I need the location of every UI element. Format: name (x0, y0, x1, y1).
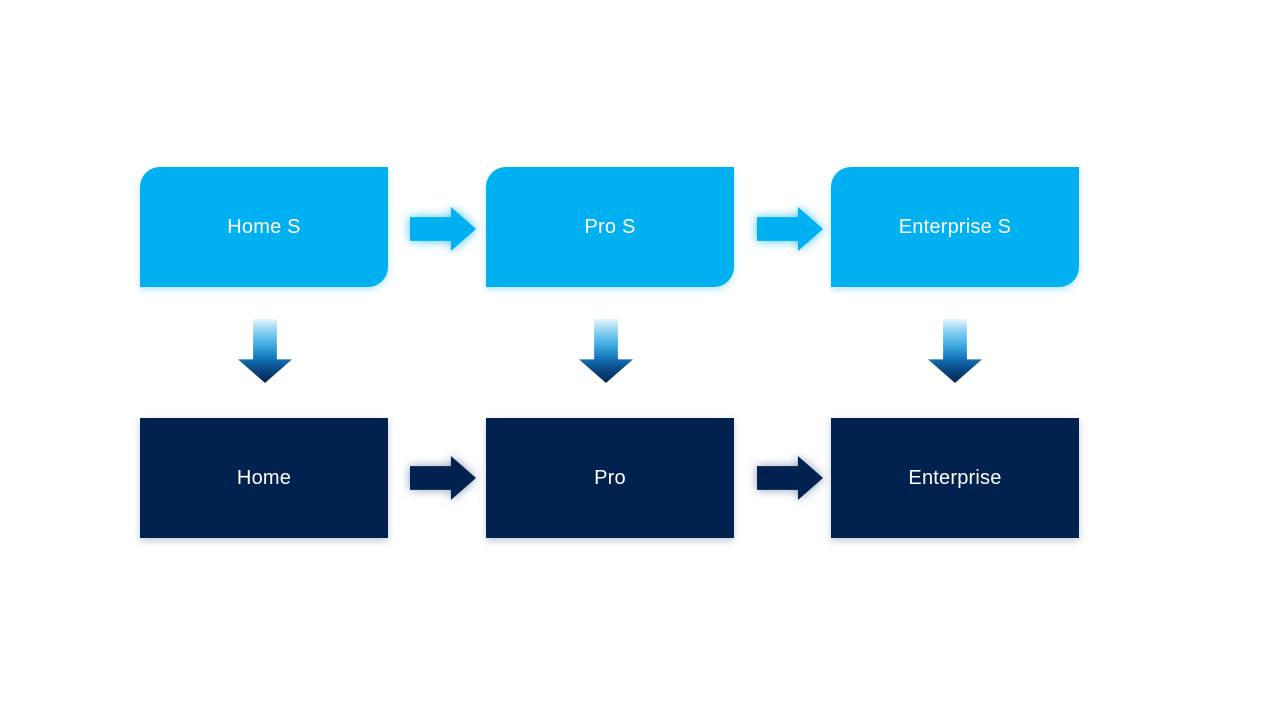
right-arrow-icon (757, 207, 823, 251)
down-arrow-icon (579, 319, 633, 383)
bottom-box-pro-label: Pro (594, 466, 626, 489)
bottom-box-enterprise: Enterprise (831, 418, 1079, 538)
top-box-home: Home S (140, 167, 388, 287)
top-box-home-label: Home S (227, 215, 301, 238)
down-arrow-icon (238, 319, 292, 383)
right-arrow-icon (410, 456, 476, 500)
top-box-pro: Pro S (486, 167, 734, 287)
bottom-box-enterprise-label: Enterprise (908, 466, 1002, 489)
right-arrow-icon (757, 456, 823, 500)
top-box-enterprise: Enterprise S (831, 167, 1079, 287)
down-arrow-icon (928, 319, 982, 383)
bottom-box-pro: Pro (486, 418, 734, 538)
right-arrow-icon (410, 207, 476, 251)
bottom-box-home: Home (140, 418, 388, 538)
bottom-box-home-label: Home (236, 466, 292, 489)
top-box-enterprise-label: Enterprise S (898, 215, 1012, 238)
top-box-pro-label: Pro S (584, 215, 636, 238)
